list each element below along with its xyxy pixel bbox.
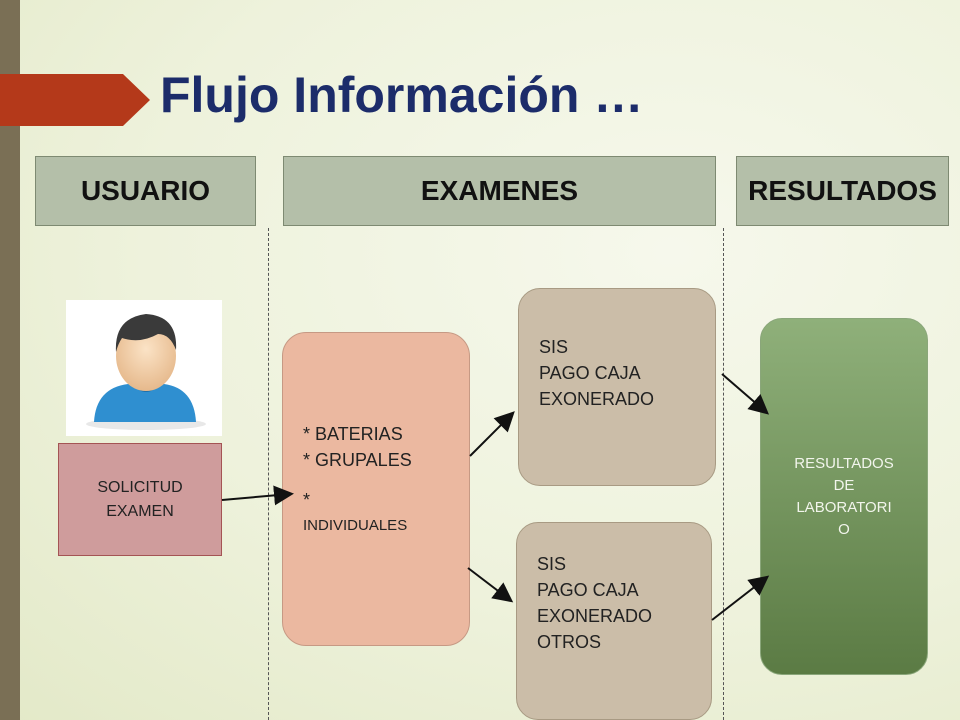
resultados-line: LABORATORI: [796, 498, 892, 516]
examenes-line-3: *: [303, 490, 311, 510]
sis-top-line: SIS: [539, 337, 569, 357]
sis-bottom-line: SIS: [537, 554, 567, 574]
column-divider-2: [723, 228, 724, 720]
solicitud-examen-box: SOLICITUD EXAMEN: [58, 443, 222, 556]
resultados-line: RESULTADOS: [794, 454, 894, 472]
arrow-examenes-to-sis-top: [469, 411, 515, 457]
resultados-line: DE: [833, 476, 855, 494]
page-title: Flujo Información …: [160, 67, 644, 123]
examenes-line-2: * GRUPALES: [303, 450, 412, 470]
arrow-solicitud-to-examenes: [221, 485, 294, 506]
sis-payment-box-top: SIS PAGO CAJA EXONERADO: [518, 288, 716, 486]
resultados-laboratorio-box: RESULTADOS DE LABORATORI O: [760, 318, 928, 675]
sis-bottom-line: EXONERADO: [537, 606, 653, 626]
arrow-sis-bottom-to-resultados: [711, 575, 770, 621]
left-accent-bar: [0, 0, 20, 720]
sis-payment-box-bottom: SIS PAGO CAJA EXONERADO OTROS: [516, 522, 712, 720]
arrow-examenes-to-sis-bottom: [467, 567, 514, 603]
solicitud-line-2: EXAMEN: [106, 502, 174, 520]
solicitud-line-1: SOLICITUD: [97, 478, 183, 496]
sis-top-line: PAGO CAJA: [539, 363, 641, 383]
sis-bottom-line: PAGO CAJA: [537, 580, 639, 600]
examenes-line-1: * BATERIAS: [303, 424, 403, 444]
sis-top-line: EXONERADO: [539, 389, 655, 409]
examenes-types-box: * BATERIAS * GRUPALES * INDIVIDUALES: [282, 332, 470, 646]
user-avatar-icon: [66, 300, 222, 436]
arrow-sis-top-to-resultados: [721, 373, 770, 415]
sis-bottom-line: OTROS: [537, 632, 602, 652]
title-arrow-shape: [0, 74, 150, 126]
header-examenes: EXAMENES: [283, 156, 716, 226]
resultados-line: O: [838, 520, 850, 538]
column-divider-1: [268, 228, 269, 720]
examenes-line-4: INDIVIDUALES: [303, 517, 408, 534]
header-resultados: RESULTADOS: [736, 156, 949, 226]
header-usuario: USUARIO: [35, 156, 256, 226]
